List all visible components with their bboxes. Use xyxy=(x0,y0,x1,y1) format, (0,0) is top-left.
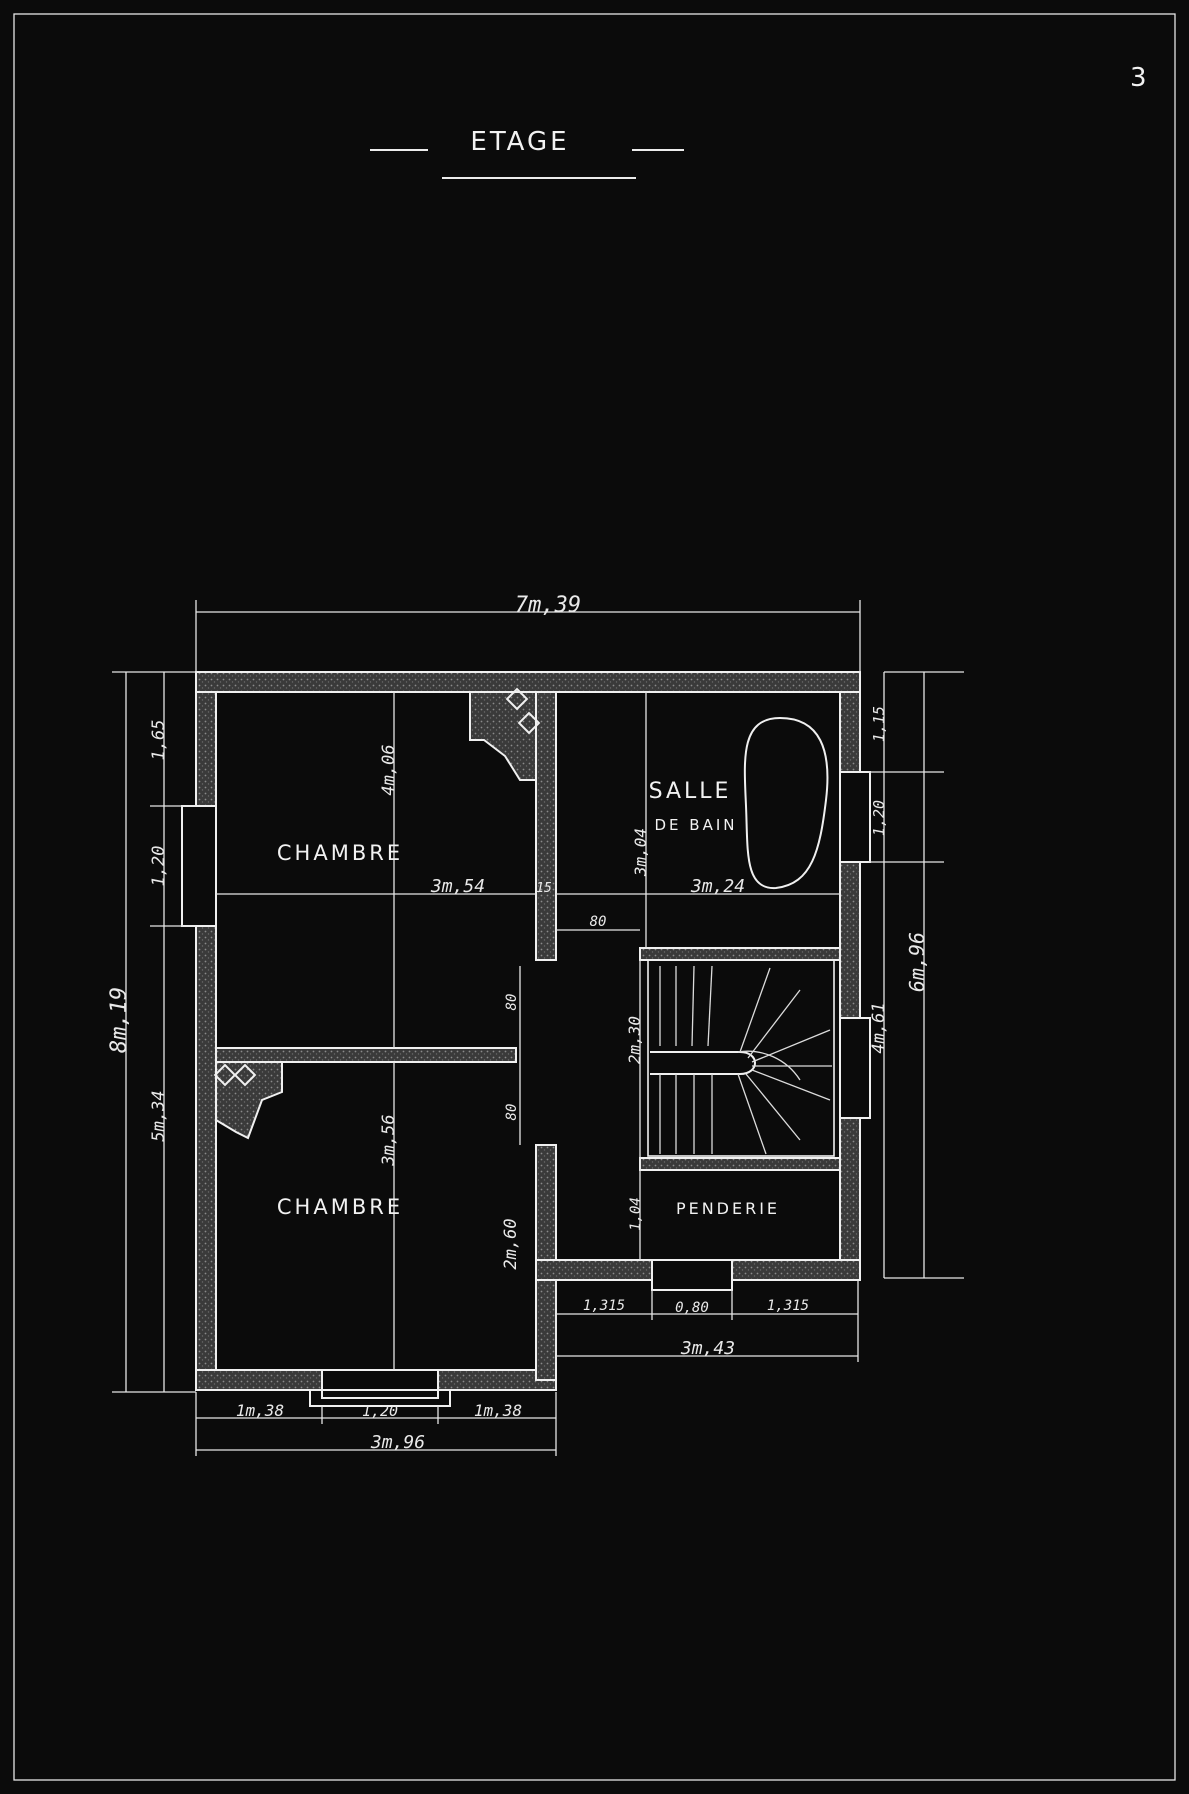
dim-bottom-left-total: 3m,96 xyxy=(370,1432,425,1453)
dim-bottom-left-a: 1m,38 xyxy=(236,1401,284,1420)
room-label-chambre-bottom: CHAMBRE xyxy=(277,1195,403,1219)
dim-bottom-right-window: 0,80 xyxy=(675,1300,709,1316)
dimension-lines xyxy=(112,600,964,1456)
dim-overall-width: 7m,39 xyxy=(515,593,581,618)
dim-partition: 15 xyxy=(536,881,552,896)
dim-bottom-right-a: 1,315 xyxy=(583,1298,625,1314)
room-label-de-bain: DE BAIN xyxy=(655,816,738,834)
dim-left-bottom: 5m,34 xyxy=(149,1090,169,1141)
dim-left-top: 1,65 xyxy=(149,720,169,761)
dim-bottom-right-b: 1,315 xyxy=(767,1298,809,1314)
dim-chambre-bottom-wall: 2m,60 xyxy=(501,1218,521,1269)
window-bottom-right xyxy=(651,1259,733,1291)
dim-bottom-left-b: 1m,38 xyxy=(474,1401,522,1420)
dim-left-window: 1,20 xyxy=(149,846,169,887)
dim-door-80-b: 80 xyxy=(504,994,520,1011)
dim-chambre-bottom-depth: 3m,56 xyxy=(379,1114,399,1166)
window-bath xyxy=(839,771,871,863)
windows xyxy=(181,771,871,1407)
dim-door-80-a: 80 xyxy=(590,914,607,930)
room-label-penderie: PENDERIE xyxy=(676,1199,780,1218)
dim-right-stair: 4m,61 xyxy=(869,1002,889,1053)
dim-bottom-right-total: 3m,43 xyxy=(680,1338,735,1359)
window-bottom-left xyxy=(321,1369,439,1399)
chimney-bottom xyxy=(213,1061,283,1140)
dim-bath-depth: 3m,04 xyxy=(631,828,650,877)
room-label-chambre-top: CHAMBRE xyxy=(277,841,403,865)
window-stair xyxy=(839,1017,871,1119)
bathtub xyxy=(743,716,829,890)
window-left xyxy=(181,805,217,927)
dim-stair-depth: 2m,30 xyxy=(625,1016,644,1064)
staircase xyxy=(647,959,835,1157)
sheet-title: ETAGE xyxy=(470,127,569,157)
dim-bottom-left-window: 1,20 xyxy=(362,1402,398,1420)
dim-chambre-top-width: 3m,54 xyxy=(430,876,485,897)
sheet-border xyxy=(13,13,1176,1781)
page-number: 3 xyxy=(1130,63,1150,93)
chimney-top xyxy=(469,687,541,781)
dim-door-80-c: 80 xyxy=(504,1104,520,1121)
dim-right-window: 1,20 xyxy=(870,800,888,836)
dim-penderie-depth: 1,04 xyxy=(628,1197,644,1231)
dim-overall-depth: 8m,19 xyxy=(107,987,132,1053)
dim-bath-width: 3m,24 xyxy=(690,876,745,897)
dim-right-total: 6m,96 xyxy=(905,932,929,992)
dim-chambre-top-depth: 4m,06 xyxy=(379,744,399,795)
dim-right-top: 1,15 xyxy=(870,706,888,742)
room-label-salle: SALLE xyxy=(649,779,732,804)
title-block: ETAGE xyxy=(370,127,684,179)
